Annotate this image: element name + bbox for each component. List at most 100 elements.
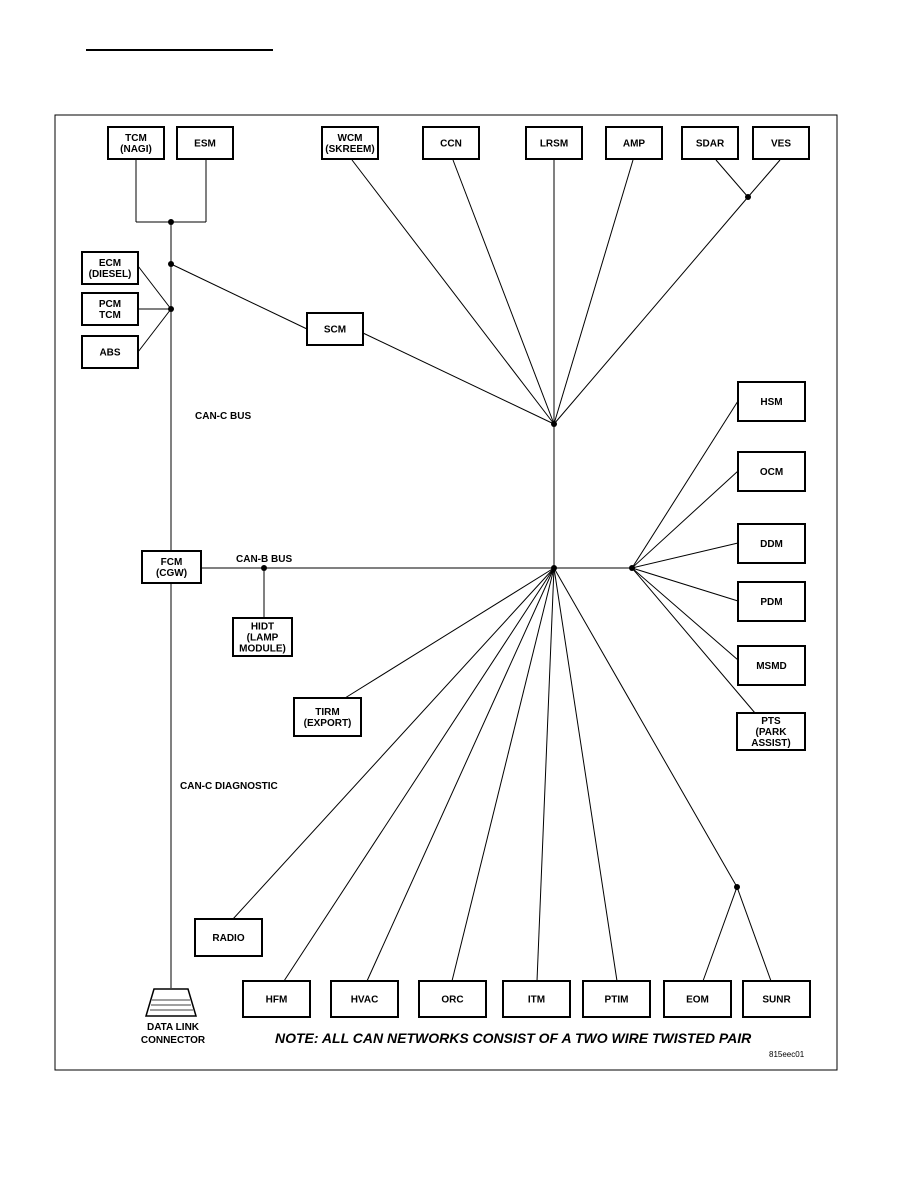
module-box	[502, 980, 571, 1018]
module-scm: SCM	[306, 312, 364, 346]
module-label: PCM	[99, 299, 121, 310]
module-label: FCM	[161, 557, 183, 568]
module-label: TCM	[99, 310, 121, 321]
module-box	[582, 980, 651, 1018]
module-box	[107, 126, 165, 160]
module-pdm: PDM	[737, 581, 806, 622]
module-box	[525, 126, 583, 160]
junction-dot	[734, 884, 740, 890]
module-itm: ITM	[502, 980, 571, 1018]
module-label: PTS	[761, 716, 781, 727]
module-hsm: HSM	[737, 381, 806, 422]
module-orc: ORC	[418, 980, 487, 1018]
wiring	[135, 159, 781, 988]
module-box	[681, 126, 739, 160]
module-label: (CGW)	[156, 568, 187, 579]
module-box	[293, 697, 362, 737]
module-label: AMP	[623, 139, 646, 150]
module-label: OCM	[760, 467, 783, 478]
module-label: (NAGI)	[120, 144, 152, 155]
figure-code: 815eec01	[769, 1050, 805, 1059]
module-label: CCN	[440, 139, 462, 150]
module-label: HVAC	[351, 995, 379, 1006]
network-note: NOTE: ALL CAN NETWORKS CONSIST OF A TWO …	[275, 1030, 752, 1046]
junction-dot	[551, 421, 557, 427]
module-label: MODULE)	[239, 644, 286, 655]
module-box	[330, 980, 399, 1018]
module-sunr: SUNR	[742, 980, 811, 1018]
module-box	[306, 312, 364, 346]
data-link-connector-icon	[144, 988, 198, 1017]
module-ecm-diesel: ECM(DIESEL)	[81, 251, 139, 285]
junction-dot	[745, 194, 751, 200]
module-amp: AMP	[605, 126, 663, 160]
module-label: ASSIST)	[751, 738, 790, 749]
module-label: PDM	[760, 597, 782, 608]
module-ccn: CCN	[422, 126, 480, 160]
module-box	[737, 523, 806, 564]
module-lrsm: LRSM	[525, 126, 583, 160]
connector-label-line2: CONNECTOR	[141, 1035, 206, 1046]
module-box	[605, 126, 663, 160]
connector-label-line1: DATA LINK	[147, 1022, 200, 1033]
module-box	[81, 292, 139, 326]
module-tcm-nagi: TCM(NAGI)	[107, 126, 165, 160]
junction-dot	[168, 261, 174, 267]
module-hfm: HFM	[242, 980, 311, 1018]
junction-dot	[168, 306, 174, 312]
module-label: RADIO	[212, 933, 244, 944]
module-box	[422, 126, 480, 160]
junction-dot	[629, 565, 635, 571]
module-label: HSM	[760, 397, 782, 408]
module-label: ABS	[99, 348, 120, 359]
module-label: LRSM	[540, 139, 568, 150]
module-sdar: SDAR	[681, 126, 739, 160]
module-label: HIDT	[251, 622, 274, 633]
module-hvac: HVAC	[330, 980, 399, 1018]
diagram-frame	[54, 114, 838, 1071]
module-box	[737, 581, 806, 622]
module-box	[737, 381, 806, 422]
module-label: MSMD	[756, 661, 787, 672]
junction-dot	[168, 219, 174, 225]
module-ves: VES	[752, 126, 810, 160]
can-c-bus-label: CAN-C BUS	[195, 411, 251, 422]
module-label: ITM	[528, 995, 545, 1006]
header-rule	[86, 49, 273, 51]
module-label: TCM	[125, 133, 147, 144]
module-label: SCM	[324, 325, 346, 336]
junctions	[168, 194, 751, 890]
module-label: ECM	[99, 258, 121, 269]
module-box	[752, 126, 810, 160]
junction-dot	[261, 565, 267, 571]
module-box	[742, 980, 811, 1018]
module-box	[418, 980, 487, 1018]
module-ocm: OCM	[737, 451, 806, 492]
module-label: SUNR	[762, 995, 791, 1006]
module-box	[663, 980, 732, 1018]
module-label: ESM	[194, 139, 216, 150]
can-b-bus-label: CAN-B BUS	[236, 554, 292, 565]
module-label: DDM	[760, 539, 783, 550]
module-label: EOM	[686, 995, 709, 1006]
module-radio: RADIO	[194, 918, 263, 957]
module-ddm: DDM	[737, 523, 806, 564]
module-label: (DIESEL)	[89, 269, 132, 280]
module-tirm: TIRM(EXPORT)	[293, 697, 362, 737]
module-box	[81, 251, 139, 285]
module-label: ORC	[441, 995, 463, 1006]
module-label: VES	[771, 139, 791, 150]
module-box	[736, 712, 806, 751]
module-box	[194, 918, 263, 957]
module-box	[141, 550, 202, 584]
module-label: WCM	[338, 133, 363, 144]
module-eom: EOM	[663, 980, 732, 1018]
module-label: PTIM	[605, 995, 629, 1006]
module-label: SDAR	[696, 139, 725, 150]
module-label: (SKREEM)	[325, 144, 374, 155]
